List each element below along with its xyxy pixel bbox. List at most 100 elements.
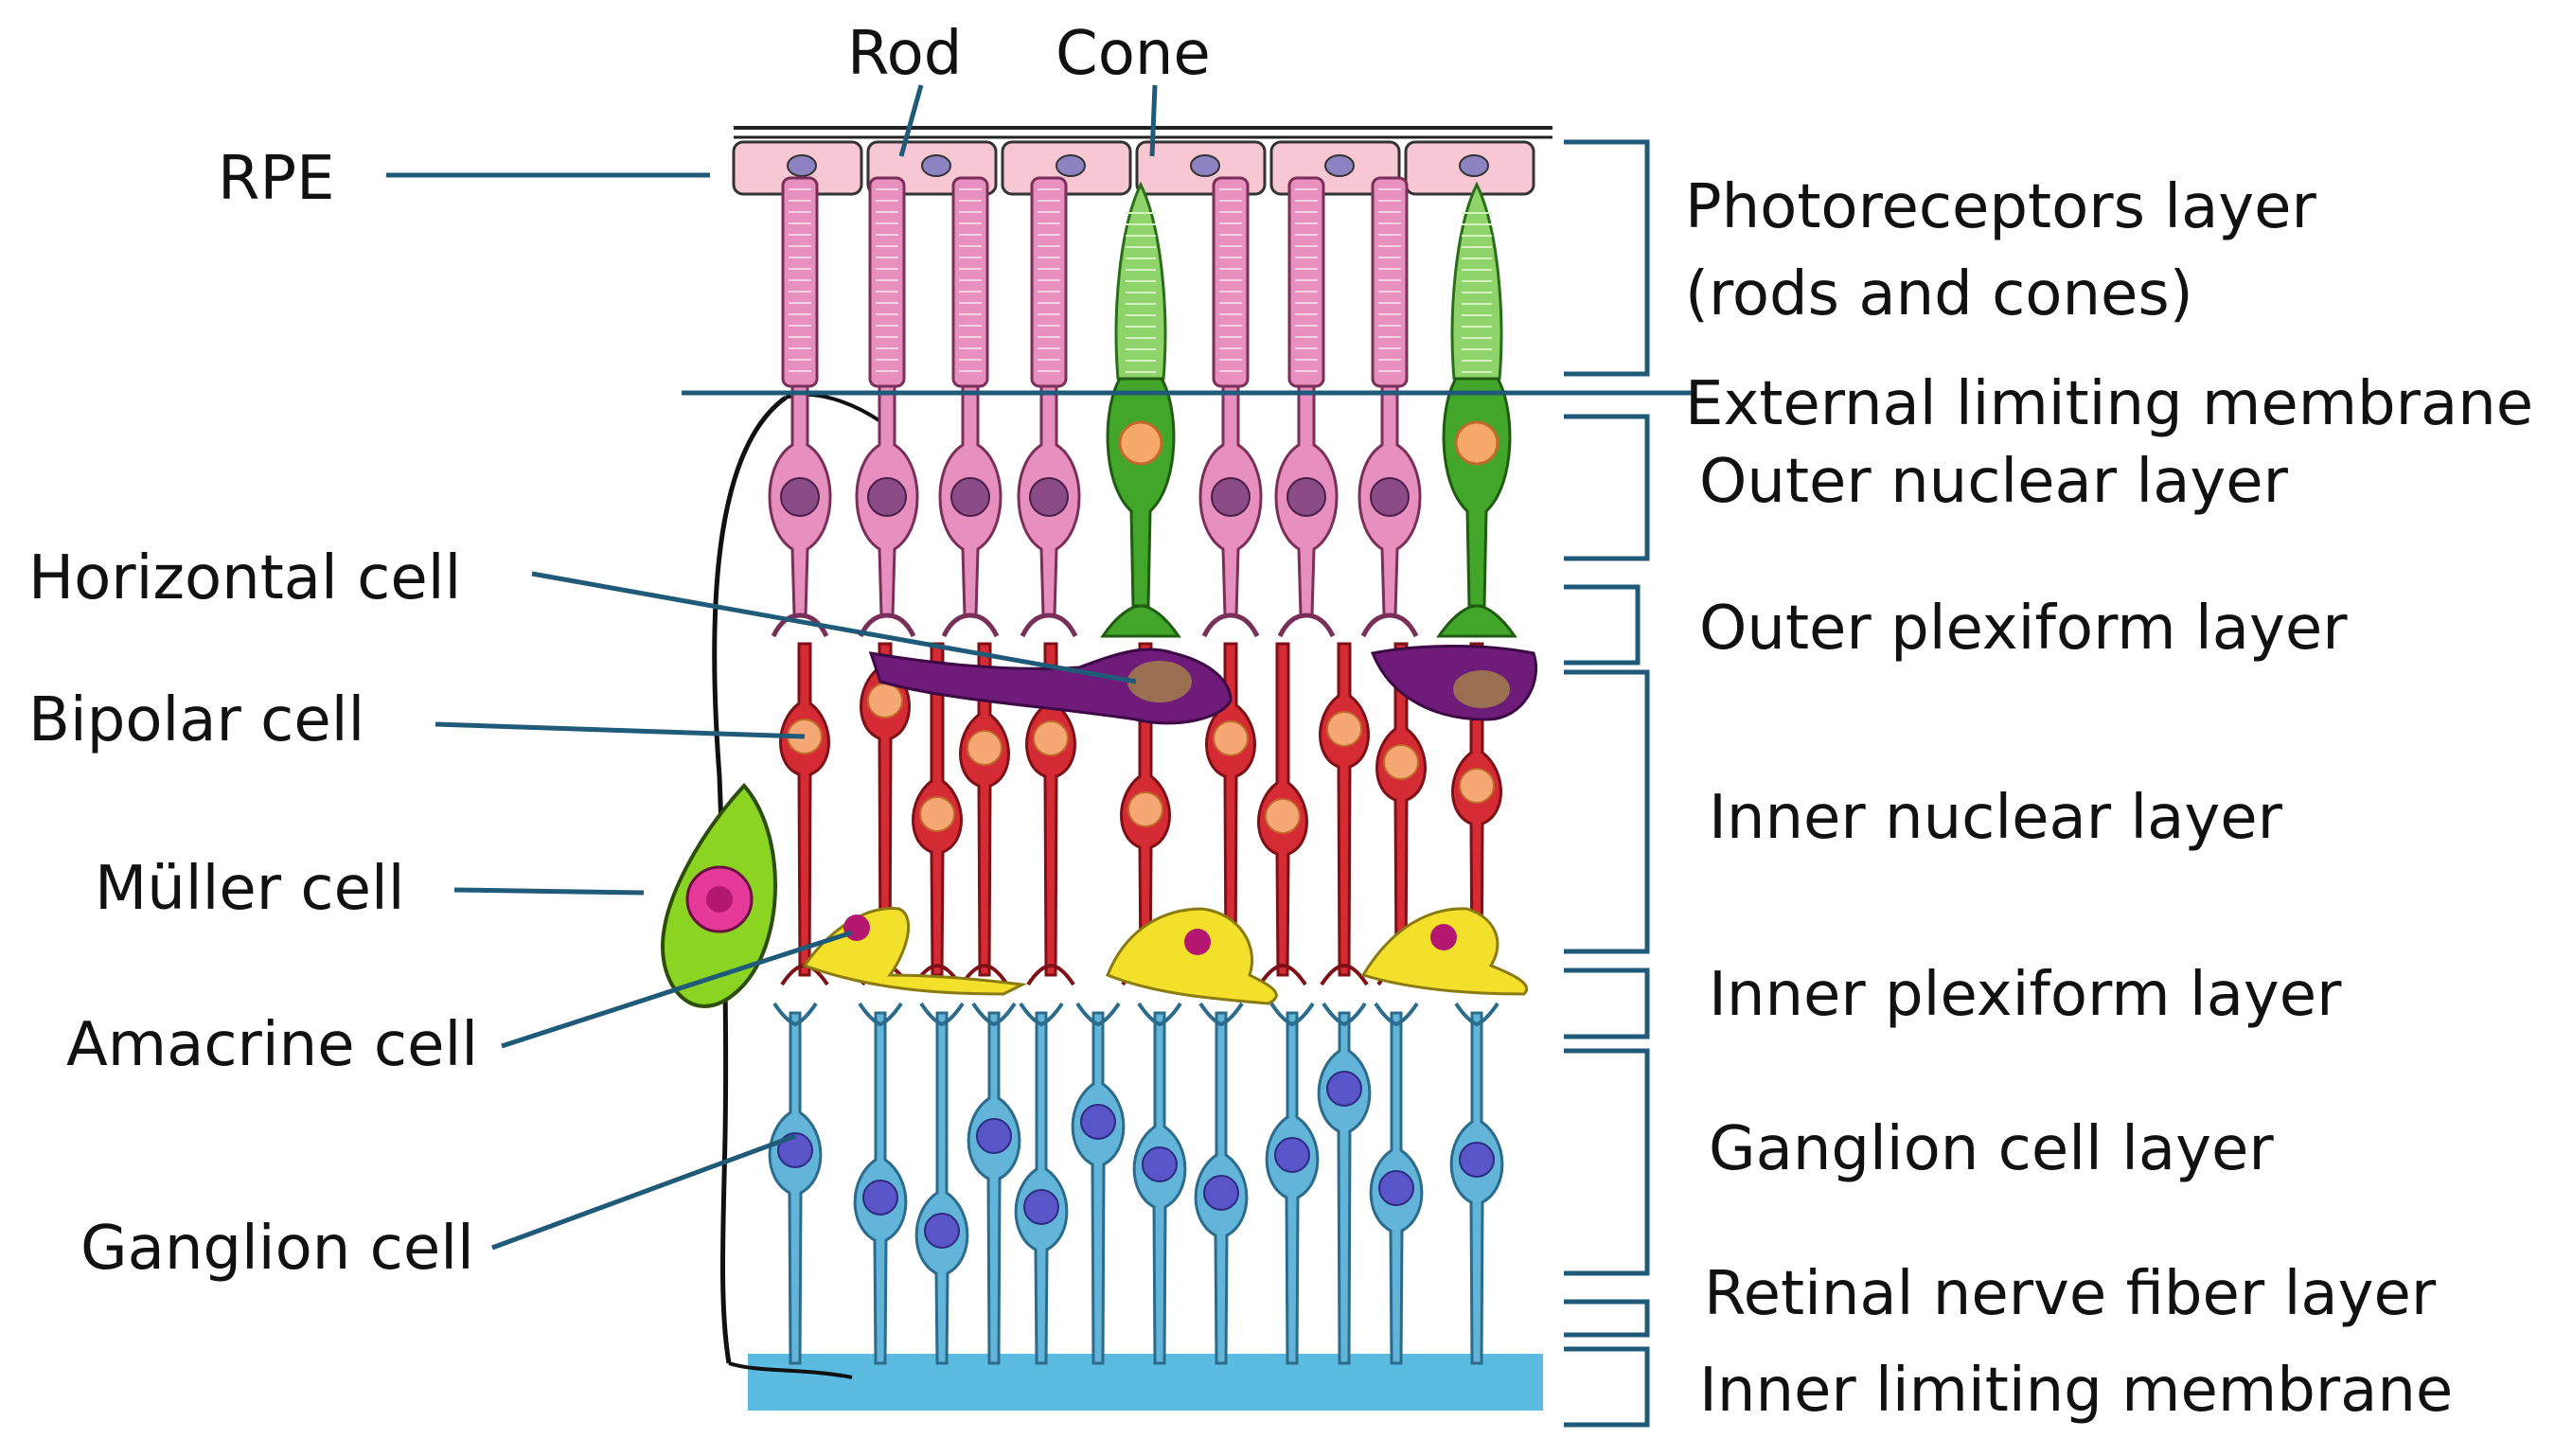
bipolar-cell — [779, 642, 830, 977]
label-external-limiting-membrane: External limiting membrane — [1685, 369, 2533, 439]
ganglion-nucleus — [924, 1213, 960, 1249]
label-retinal-nerve-fiber-layer: Retinal nerve fiber layer — [1704, 1259, 2437, 1329]
leader-muller-cell — [453, 887, 645, 896]
rod-outer-segment — [1212, 176, 1250, 388]
bracket-inner-plexiform — [1564, 968, 1650, 1039]
label-photoreceptors-line2: (rods and cones) — [1685, 259, 2193, 329]
ganglion-cell — [914, 1011, 969, 1365]
bipolar-nucleus — [1265, 798, 1301, 834]
amacrine-cells — [802, 907, 1528, 1005]
ganglion-nucleus — [862, 1180, 898, 1216]
ganglion-nucleus — [1203, 1175, 1239, 1211]
label-outer-plexiform-layer: Outer plexiform layer — [1699, 594, 2348, 664]
rpe-nucleus — [787, 154, 817, 177]
leader-bipolar-cell — [435, 721, 806, 739]
label-muller-cell: Müller cell — [95, 854, 405, 924]
ganglion-dendrites — [772, 1002, 818, 1027]
ganglion-cell — [1265, 1011, 1320, 1365]
ganglion-dendrites — [1198, 1002, 1244, 1027]
leader-ganglion-cell — [491, 1133, 796, 1251]
cone-pedicle — [1436, 604, 1517, 638]
ganglion-cell — [768, 1011, 823, 1365]
bipolar-cell — [959, 642, 1010, 977]
bracket-outer-plexiform — [1564, 584, 1641, 666]
bipolar-nucleus — [1326, 711, 1362, 747]
label-cone: Cone — [1056, 19, 1211, 89]
rod-outer-segment — [1371, 176, 1409, 388]
label-photoreceptors-line1: Photoreceptors layer — [1685, 172, 2317, 242]
rod-nucleus — [1211, 477, 1251, 517]
rpe-nucleus — [1324, 154, 1355, 177]
rod-synapse — [1201, 613, 1260, 638]
bracket-photoreceptors — [1564, 139, 1650, 377]
ganglion-nucleus — [1459, 1142, 1495, 1178]
photoreceptor-layer — [768, 176, 1517, 638]
label-rpe: RPE — [218, 144, 335, 214]
rod-outer-segment — [781, 176, 819, 388]
rod-synapse — [1360, 613, 1419, 638]
bipolar-nucleus — [1033, 720, 1069, 756]
rod-nucleus — [950, 477, 990, 517]
bipolar-terminal — [1320, 963, 1369, 986]
label-outer-nuclear-layer: Outer nuclear layer — [1699, 447, 2289, 517]
cone-nucleus — [1454, 420, 1499, 466]
label-ganglion-cell-layer: Ganglion cell layer — [1709, 1114, 2274, 1184]
ganglion-cell — [1317, 1011, 1372, 1365]
leader-horizontal-cell — [531, 571, 1137, 684]
bipolar-terminal — [1026, 963, 1075, 986]
rod-synapse — [1277, 613, 1336, 638]
leader-cone — [1149, 84, 1158, 157]
ganglion-cell — [1071, 1011, 1126, 1365]
cone-inner-segment — [1442, 377, 1512, 608]
bracket-ganglion-cell-layer — [1564, 1048, 1650, 1276]
ganglion-dendrites — [1322, 1002, 1367, 1027]
rpe-nucleus — [1190, 154, 1220, 177]
rod-outer-segment — [1287, 176, 1325, 388]
rod-outer-segment — [868, 176, 906, 388]
bipolar-nucleus — [1213, 720, 1249, 756]
bracket-rnfl — [1564, 1299, 1650, 1338]
label-inner-nuclear-layer: Inner nuclear layer — [1709, 783, 2283, 853]
bipolar-terminal — [1258, 963, 1307, 986]
bipolar-nucleus — [1459, 768, 1495, 804]
ganglion-dendrites — [919, 1002, 965, 1027]
label-inner-limiting-membrane: Inner limiting membrane — [1699, 1356, 2453, 1426]
label-horizontal-cell: Horizontal cell — [28, 543, 461, 613]
leader-amacrine-cell — [501, 930, 853, 1049]
ganglion-dendrites — [1075, 1002, 1121, 1027]
label-rod: Rod — [847, 19, 962, 89]
bipolar-cell — [1319, 642, 1370, 977]
ganglion-nucleus — [1142, 1146, 1178, 1182]
bracket-ilm — [1564, 1346, 1650, 1428]
ganglion-cell — [1132, 1011, 1187, 1365]
ganglion-nucleus — [1080, 1104, 1116, 1140]
rod-nucleus — [867, 477, 907, 517]
cone-nucleus — [1118, 420, 1163, 466]
muller-cell — [660, 392, 882, 1379]
ganglion-dendrites — [1269, 1002, 1315, 1027]
rod-synapse — [858, 613, 916, 638]
bipolar-terminal — [960, 963, 1009, 986]
bracket-outer-nuclear — [1564, 414, 1650, 561]
ganglion-nucleus — [1023, 1189, 1059, 1225]
horizontal-cells — [868, 645, 1538, 725]
ganglion-layer — [768, 1002, 1504, 1365]
label-bipolar-cell: Bipolar cell — [28, 685, 364, 755]
bracket-inner-nuclear — [1564, 669, 1650, 954]
ganglion-cell — [967, 1011, 1021, 1365]
rod-outer-segment — [951, 176, 989, 388]
rod-nucleus — [1286, 477, 1326, 517]
ganglion-nucleus — [1378, 1170, 1414, 1206]
bipolar-nucleus — [867, 683, 903, 719]
ganglion-cell — [1014, 1011, 1069, 1365]
ganglion-nucleus — [976, 1118, 1012, 1154]
ganglion-dendrites — [971, 1002, 1017, 1027]
ganglion-dendrites — [1019, 1002, 1064, 1027]
ganglion-cell — [1449, 1011, 1504, 1365]
ganglion-dendrites — [1374, 1002, 1419, 1027]
ganglion-dendrites — [1137, 1002, 1182, 1027]
bipolar-nucleus — [1383, 744, 1419, 780]
label-inner-plexiform-layer: Inner plexiform layer — [1709, 960, 2342, 1030]
label-amacrine-cell: Amacrine cell — [66, 1010, 478, 1080]
